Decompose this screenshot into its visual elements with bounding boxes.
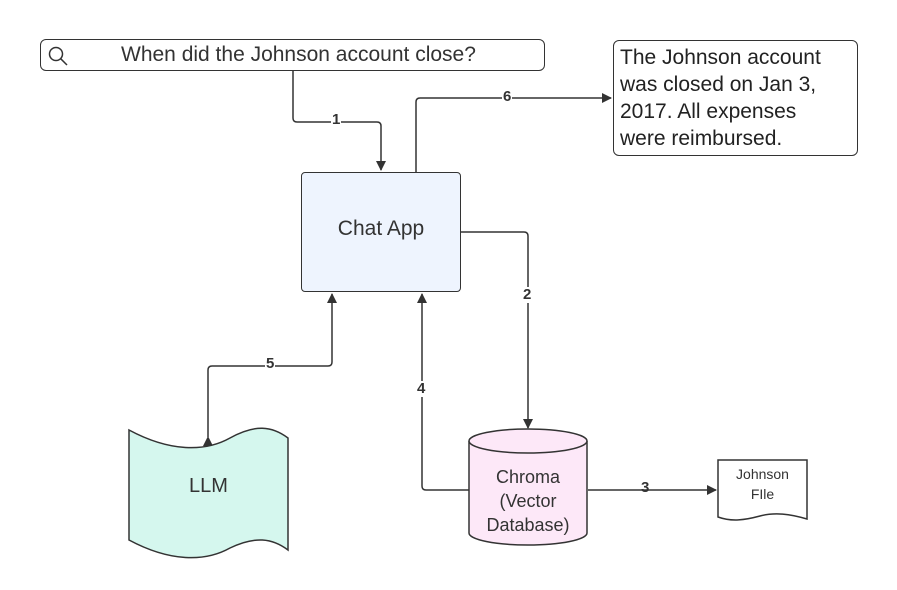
answer-line: The Johnson account xyxy=(620,46,821,69)
johnson-file-label-line: FIle xyxy=(750,486,775,502)
answer-line: were reimbursed. xyxy=(620,127,783,150)
step-label-3: 3 xyxy=(641,479,650,496)
step-label-1: 1 xyxy=(331,111,342,128)
chat-app-label: Chat App xyxy=(337,217,425,240)
johnson-file-label: Johnson FIle xyxy=(718,464,807,504)
llm-shape xyxy=(128,427,289,559)
answer-box: The Johnson account was closed on Jan 3,… xyxy=(613,40,858,156)
johnson-file-shape xyxy=(717,459,808,521)
query-box[interactable]: When did the Johnson account close? xyxy=(40,39,545,71)
step-label-4: 4 xyxy=(416,380,427,397)
llm-label: LLM xyxy=(189,475,228,497)
step-label-2: 2 xyxy=(522,286,533,303)
chat-app-node: Chat App xyxy=(301,172,461,292)
chroma-label-line: Chroma xyxy=(495,467,561,487)
connector-step-4 xyxy=(417,293,469,491)
connector-step-2 xyxy=(461,231,533,429)
connector-step-6 xyxy=(415,93,612,172)
chroma-label-line: (Vector xyxy=(499,491,557,511)
step-label-5: 5 xyxy=(265,355,276,372)
search-icon xyxy=(48,46,68,66)
johnson-file-label-line: Johnson xyxy=(736,466,789,482)
chroma-label: Chroma (Vector Database) xyxy=(469,465,587,537)
chroma-cylinder xyxy=(468,428,588,546)
step-label-6: 6 xyxy=(502,88,513,105)
answer-line: was closed on Jan 3, xyxy=(620,73,817,96)
answer-line: 2017. All expenses xyxy=(620,100,797,123)
query-text: When did the Johnson account close? xyxy=(121,43,476,66)
chroma-label-line: Database) xyxy=(486,515,570,535)
